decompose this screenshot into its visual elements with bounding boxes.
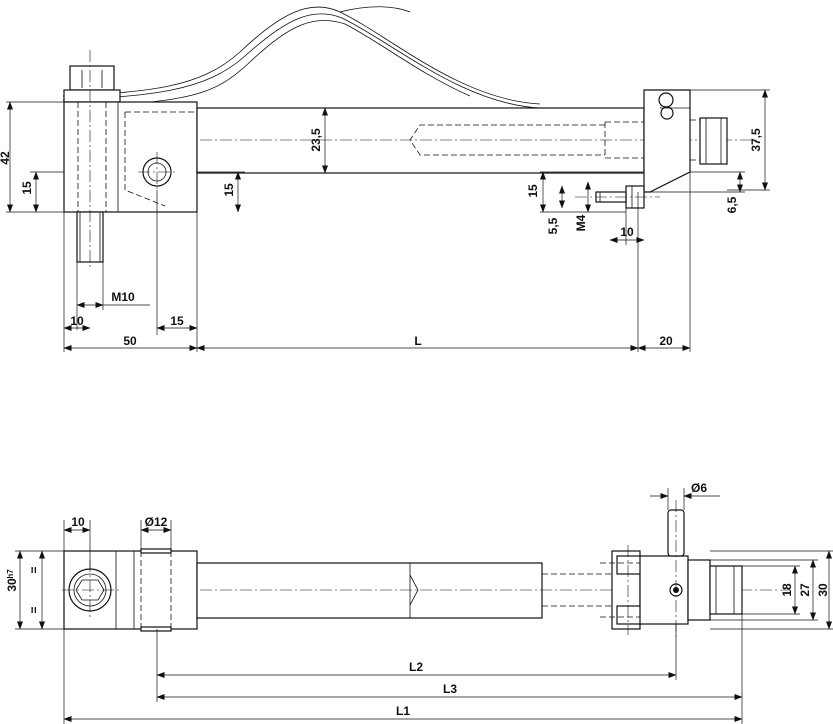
- dim-equal-lower: =: [27, 606, 41, 613]
- clamp-block-top: [62, 548, 198, 632]
- m10-rod: [76, 50, 104, 270]
- dim-15-hole: 15: [222, 183, 236, 197]
- dim-l3: L3: [443, 682, 457, 696]
- dim-30-left: 30: [5, 578, 19, 592]
- top-dimension-labels: 10 Ø12 Ø6 30 h7 = = 18 27 30 L2 L3 L1: [5, 481, 830, 718]
- dim-15-right: 15: [526, 184, 540, 198]
- dim-10-bottom: 10: [70, 314, 84, 328]
- dim-10-top: 10: [71, 515, 85, 529]
- dim-dia-12: Ø12: [145, 515, 168, 529]
- dim-37-5: 37,5: [749, 128, 763, 152]
- dim-m10: M10: [111, 290, 135, 304]
- dim-m4: M4: [574, 214, 588, 231]
- dim-23-5: 23,5: [309, 128, 323, 152]
- dim-27: 27: [798, 583, 812, 597]
- dim-tolerance-h7: h7: [6, 569, 15, 579]
- cap-screw-head: [63, 65, 121, 103]
- top-dimension-lines: [15, 488, 833, 724]
- dim-10-right: 10: [620, 225, 634, 239]
- dim-l1: L1: [396, 704, 410, 718]
- dim-20: 20: [659, 334, 673, 348]
- beam-top: [196, 562, 790, 619]
- side-view: 42 15 15 23,5 15 5,5 M4 10 6,5 37,5 M10 …: [0, 6, 770, 352]
- side-dimension-labels: 42 15 15 23,5 15 5,5 M4 10 6,5 37,5 M10 …: [0, 128, 763, 348]
- dim-6-5: 6,5: [725, 196, 739, 213]
- dim-50: 50: [123, 334, 137, 348]
- end-block: [575, 89, 728, 209]
- dim-18: 18: [780, 583, 794, 597]
- dim-equal-upper: =: [27, 566, 41, 573]
- top-view: 10 Ø12 Ø6 30 h7 = = 18 27 30 L2 L3 L1: [5, 481, 833, 724]
- side-dimension-lines: [6, 89, 770, 352]
- dim-30-right: 30: [816, 583, 830, 597]
- end-block-top: [542, 500, 743, 640]
- dim-l2: L2: [409, 660, 423, 674]
- dim-dia-6: Ø6: [691, 481, 707, 495]
- spring-leaf: [62, 6, 541, 109]
- beam: [196, 107, 760, 174]
- dim-l: L: [414, 334, 421, 348]
- dim-15-left: 15: [20, 181, 34, 195]
- dim-15-bottom: 15: [170, 314, 184, 328]
- dim-42: 42: [0, 151, 12, 165]
- dim-5-5: 5,5: [546, 217, 560, 234]
- clamp-block: [63, 101, 198, 213]
